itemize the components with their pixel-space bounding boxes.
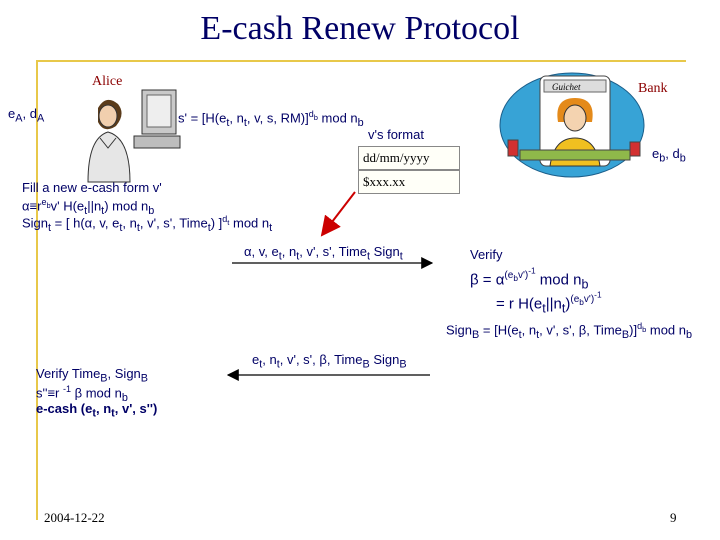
date-box: dd/mm/yyyy [358, 146, 460, 170]
s-prime-formula: s' = [H(et, nt, v, s, RM)]db mod nb [178, 109, 364, 129]
alice-keys: eA, dA [8, 106, 45, 125]
alice-label: Alice [92, 74, 123, 89]
beta-formula-2: = r H(et||nt)(ebv')-1 [496, 290, 602, 316]
beta-formula-1: β = α(ebv')-1 mod nb [470, 266, 589, 292]
sign-b-formula: SignB = [H(et, nt, v', s', β, TimeB)]db … [446, 321, 693, 341]
alpha-formula: α≡rebv' H(et||nt) mod nb [22, 197, 155, 217]
svg-text:Guichet: Guichet [552, 82, 581, 92]
bank-keys: eb, db [652, 146, 686, 165]
alice-at-computer-picture [87, 89, 181, 183]
bank-verify: Verify [470, 247, 503, 262]
page-number: 9 [670, 510, 677, 525]
sign-t-formula: Signt = [ h(α, v, et, nt, v', s', Timet)… [22, 214, 273, 234]
ecash-result: e-cash (et, nt, v', s'') [36, 401, 158, 420]
verify-time-b: Verify TimeB, SignB [36, 366, 149, 385]
message-to-alice: et, nt, v', s', β, TimeB SignB [252, 352, 407, 371]
title-rule-vertical [36, 60, 38, 520]
bank-teller-picture: Guichet [499, 72, 645, 178]
footer-date: 2004-12-22 [44, 510, 105, 525]
red-pointer-arrow [320, 191, 356, 237]
title-rule-horizontal [36, 60, 686, 62]
message-to-bank: α, v, et, nt, v', s', Timet Signt [244, 244, 403, 263]
amount-box: $xxx.xx [358, 170, 460, 194]
bank-label: Bank [638, 81, 668, 96]
v-prime-format: v's format [368, 127, 424, 142]
fill-form-text: Fill a new e-cash form v' [22, 180, 162, 195]
s-double-prime-formula: s''≡r -1 β mod nb [36, 384, 128, 404]
slide-title: E-cash Renew Protocol [200, 10, 520, 47]
